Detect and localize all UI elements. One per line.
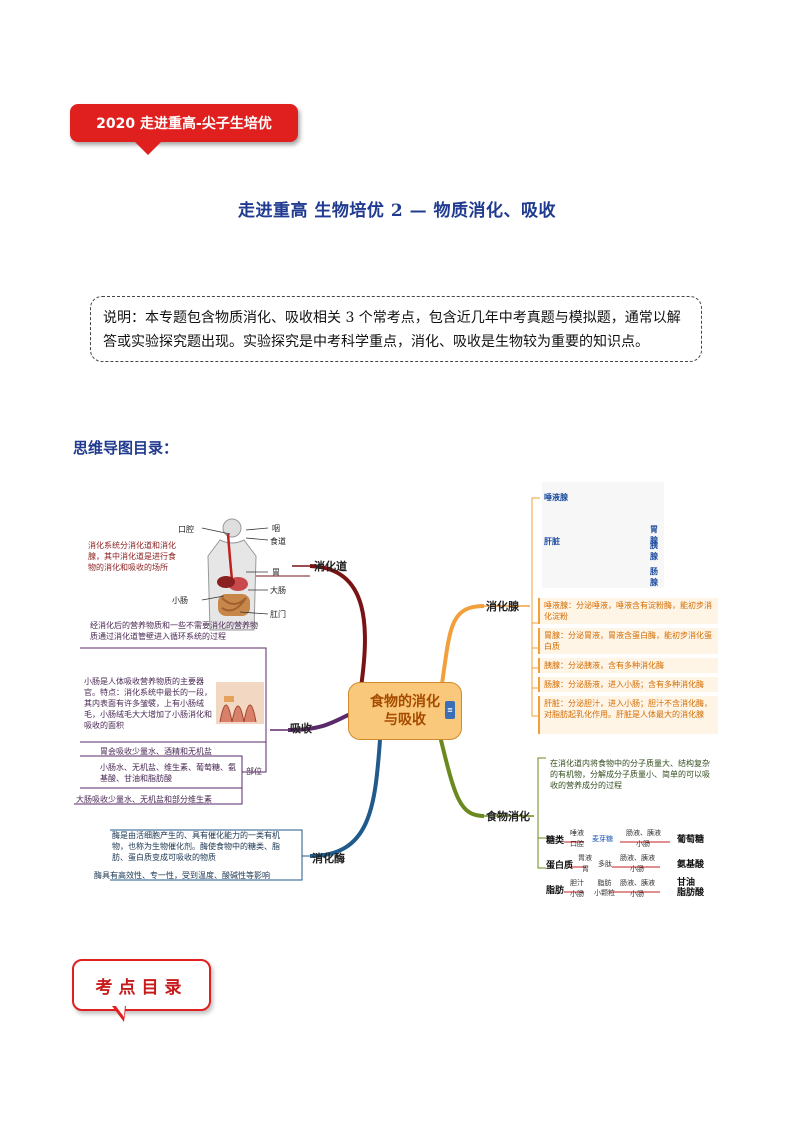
villi-illustration [216, 682, 264, 724]
mindmap-heading: 思维导图目录： [73, 439, 179, 457]
branch-line-xiaohuadao [309, 564, 367, 695]
digestion-row-zhifang: 脂肪 胆汁 小肠 脂肪 小颗粒 肠液、胰液 小肠 甘油 脂肪酸 [544, 878, 706, 900]
row-b-top: 肠液、胰液 [626, 829, 661, 837]
kaodian-badge: 考点目录 [72, 959, 211, 1011]
glands-diagram: 唾液腺 肝脏 胃腺 胰腺 肠腺 [542, 482, 664, 588]
xishou-buwei: 部位 [246, 767, 262, 776]
branch-xiaohuamei[interactable]: 消化酶 [312, 852, 345, 865]
center-line1: 食物的消化 [370, 694, 440, 710]
mind-map: 食物的消化 与吸收 ≡ 消化道 消化系统分消化道和消化腺，其中消化道是进行食物的… [70, 478, 730, 898]
branch-xiaohuaxian[interactable]: 消化腺 [486, 600, 519, 613]
branch-line-shiwuxiaohua [438, 735, 485, 818]
banner-text: 2020 走进重高-尖子生培优 [96, 116, 272, 132]
xishou-xiaochang: 小肠是人体吸收营养物质的主要器官。特点：消化系统中最长的一段，其内表面有许多皱襞… [84, 677, 212, 730]
label-changxian: 肠腺 [650, 567, 658, 587]
shiwuxiaohua-desc: 在消化道内将食物中的分子质量大、结构复杂的有机物，分解成分子质量小、简单的可以吸… [550, 759, 710, 790]
xiaohuadao-desc: 消化系统分消化道和消化腺，其中消化道是进行食物的消化和吸收的场所 [88, 541, 176, 572]
note-icon: ≡ [445, 701, 455, 719]
row-b-top: 肠液、胰液 [620, 854, 655, 862]
center-line2: 与吸收 [384, 712, 426, 728]
row-a-top: 胃液 [578, 854, 592, 862]
row-b-bot: 小肠 [636, 840, 650, 848]
row-b-top: 肠液、胰液 [620, 879, 655, 887]
row-a-bot: 小肠 [570, 890, 584, 898]
branch-line-xiaohuaxian [440, 604, 485, 685]
row-end: 甘油 脂肪酸 [676, 878, 704, 898]
gland-item-weixian: 胃腺：分泌胃液，胃液含蛋白酶，能初步消化蛋白质 [538, 628, 718, 654]
label-weixian: 胃腺 [650, 525, 658, 545]
mind-map-connectors [74, 491, 670, 893]
gland-item-yixian: 胰腺：分泌胰液，含有多种消化酶 [538, 658, 718, 673]
row-name: 糖类 [546, 836, 565, 846]
header-banner: 2020 走进重高-尖子生培优 [70, 104, 298, 142]
row-a-top: 唾液 [570, 829, 584, 837]
xishou-xiaochang2: 小肠水、无机盐、维生素、葡萄糖、氨基酸、甘油和脂肪酸 [100, 763, 236, 783]
row-name: 脂肪 [546, 886, 565, 896]
label-dachang: 大肠 [270, 586, 286, 595]
branch-line-xishou [287, 712, 351, 732]
gland-item-ganzang: 肝脏：分泌胆汁，进入小肠；胆汁不含消化酶，对脂肪起乳化作用。肝脏是人体最大的消化… [538, 696, 718, 734]
digestion-arrows [564, 841, 670, 893]
digestive-system-figure [207, 518, 257, 631]
label-yixian: 胰腺 [650, 541, 658, 561]
row-end: 葡萄糖 [676, 835, 704, 845]
row-mid: 多肽 [598, 860, 612, 868]
row-a-bot: 胃 [582, 865, 589, 873]
page-title: 走进重高 生物培优 2 — 物质消化、吸收 [237, 201, 556, 221]
kaodian-text: 考点目录 [95, 977, 188, 998]
gland-item-tuoye: 唾液腺：分泌唾液，唾液含有淀粉酶，能初步消化淀粉 [538, 598, 718, 624]
label-kouqiang: 口腔 [178, 525, 194, 534]
row-end: 氨基酸 [676, 860, 704, 870]
row-a-bot: 口腔 [570, 840, 584, 848]
label-gangmen: 肛门 [270, 610, 286, 619]
label-ganzang: 肝脏 [544, 537, 560, 546]
kaodian-tail-inner [115, 1005, 125, 1017]
xiaohuamei-desc: 酶是由活细胞产生的、具有催化能力的一类有机物，也称为生物催化剂。酶使食物中的糖类… [112, 831, 280, 862]
description-note: 说明：本专题包含物质消化、吸收相关 3 个常考点，包含近几年中考真题与模拟题，通… [90, 296, 702, 362]
xishou-dachang: 大肠吸收少量水、无机盐和部分维生素 [76, 795, 212, 804]
row-name: 蛋白质 [546, 861, 574, 871]
banner-tail [134, 141, 162, 155]
label-yan: 咽 [272, 524, 280, 533]
branch-line-xiaohuamei [309, 739, 382, 858]
row-mid: 麦芽糖 [592, 835, 613, 843]
row-b-bot: 小肠 [630, 890, 644, 898]
xishou-wei: 胃会吸收少量水、酒精和无机盐 [100, 747, 212, 756]
label-wei: 胃 [272, 568, 280, 577]
label-xiaochang: 小肠 [172, 596, 188, 605]
xishou-desc: 经消化后的营养物质和一些不需要消化的营养物质通过消化道管壁进入循环系统的过程 [90, 621, 258, 641]
center-topic[interactable]: 食物的消化 与吸收 ≡ [348, 682, 462, 740]
digestion-row-tanglei: 糖类 唾液 口腔 麦芽糖 肠液、胰液 小肠 葡萄糖 [544, 828, 706, 850]
gland-item-changxian: 肠腺：分泌肠液，进入小肠；含有多种消化酶 [538, 677, 718, 692]
row-b-bot: 小肠 [630, 865, 644, 873]
label-shidao: 食道 [270, 537, 286, 546]
branch-xishou[interactable]: 吸收 [290, 722, 312, 735]
branch-xiaohuadao[interactable]: 消化道 [314, 560, 347, 573]
branch-shiwuxiaohua[interactable]: 食物消化 [486, 810, 530, 823]
digestion-row-danbaizhi: 蛋白质 胃液 胃 多肽 肠液、胰液 小肠 氨基酸 [544, 853, 706, 875]
row-a-top: 胆汁 [570, 879, 584, 887]
row-mid: 脂肪 小颗粒 [594, 879, 615, 897]
digestion-table: 糖类 唾液 口腔 麦芽糖 肠液、胰液 小肠 葡萄糖 蛋白质 胃液 胃 多肽 肠液… [544, 828, 706, 903]
label-tuoyexian: 唾液腺 [544, 493, 568, 502]
xiaohuamei-feature: 酶具有高效性、专一性，受到温度、酸碱性等影响 [94, 871, 270, 880]
